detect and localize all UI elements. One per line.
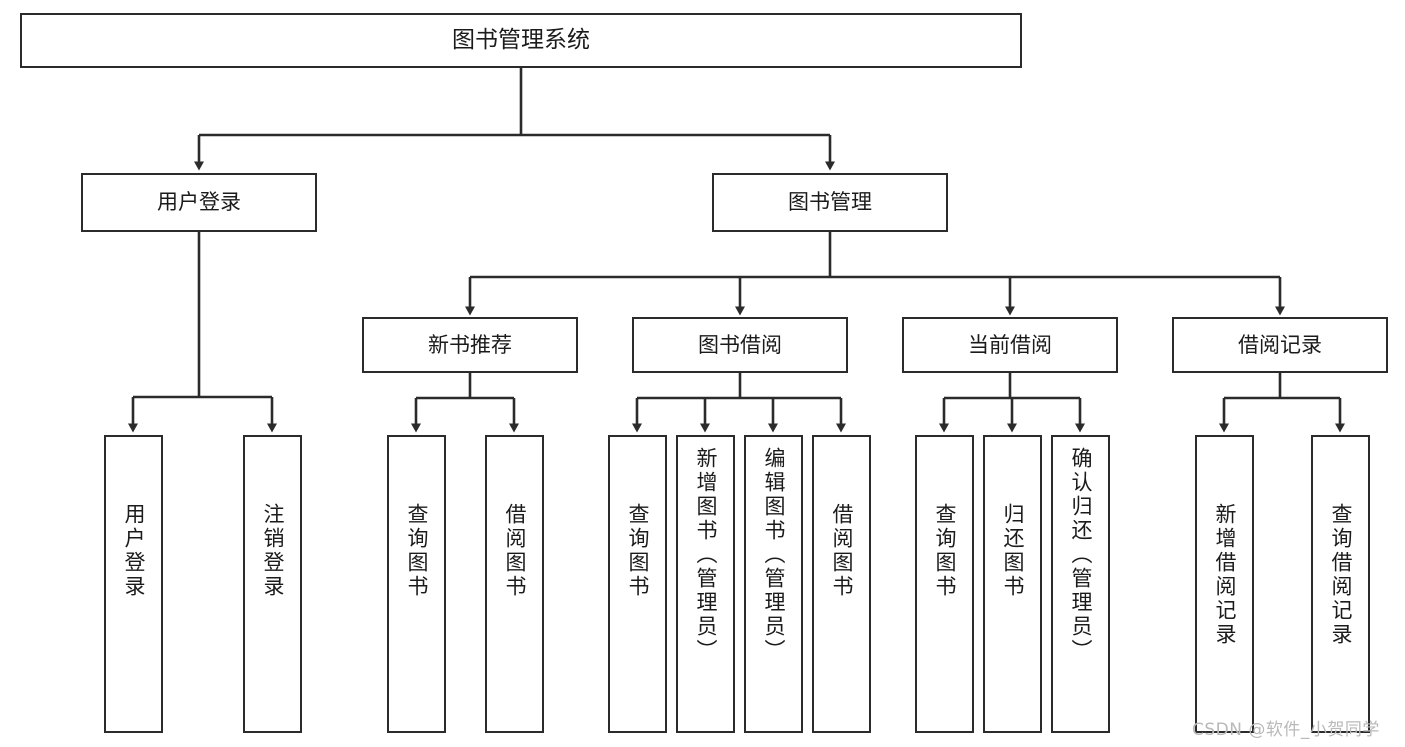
node-label: 新书推荐 [428, 332, 512, 357]
leaf-logout[interactable]: 注销登录 [243, 435, 302, 733]
leaf-label: 编辑图书（管理员） [762, 447, 786, 663]
leaf-query-borrow-record[interactable]: 查询借阅记录 [1311, 435, 1370, 733]
leaf-label: 注销登录 [261, 503, 285, 599]
leaf-label: 查询图书 [933, 503, 957, 599]
node-label: 图书管理 [788, 190, 872, 215]
node-label: 图书管理系统 [452, 26, 590, 53]
leaf-label: 查询图书 [405, 503, 429, 599]
leaf-query-book-borrow[interactable]: 查询图书 [608, 435, 667, 733]
leaf-borrow-book[interactable]: 借阅图书 [812, 435, 871, 733]
leaf-add-book-admin[interactable]: 新增图书（管理员） [676, 435, 735, 733]
node-borrow-record[interactable]: 借阅记录 [1172, 317, 1388, 373]
csdn-watermark: CSDN @软件_小贺同学 [1192, 720, 1380, 740]
leaf-return-book[interactable]: 归还图书 [983, 435, 1042, 733]
leaf-borrow-book-recommend[interactable]: 借阅图书 [485, 435, 544, 733]
node-new-book-recommend[interactable]: 新书推荐 [362, 317, 578, 373]
leaf-add-borrow-record[interactable]: 新增借阅记录 [1195, 435, 1254, 733]
node-label: 借阅记录 [1238, 332, 1322, 357]
leaf-label: 借阅图书 [503, 503, 527, 599]
node-book-borrow[interactable]: 图书借阅 [632, 317, 848, 373]
node-label: 图书借阅 [698, 332, 782, 357]
node-label: 当前借阅 [968, 332, 1052, 357]
node-book-management[interactable]: 图书管理 [712, 173, 948, 232]
leaf-user-login[interactable]: 用户登录 [104, 435, 163, 733]
node-user-login[interactable]: 用户登录 [81, 173, 317, 232]
leaf-label: 查询借阅记录 [1329, 503, 1353, 647]
leaf-label: 新增图书（管理员） [694, 447, 718, 663]
node-label: 用户登录 [157, 190, 241, 215]
leaf-query-book-recommend[interactable]: 查询图书 [387, 435, 446, 733]
leaf-label: 用户登录 [122, 503, 146, 599]
leaf-label: 确认归还（管理员） [1069, 447, 1093, 663]
leaf-label: 查询图书 [626, 503, 650, 599]
leaf-label: 新增借阅记录 [1213, 503, 1237, 647]
leaf-label: 归还图书 [1001, 503, 1025, 599]
leaf-confirm-return-admin[interactable]: 确认归还（管理员） [1051, 435, 1110, 733]
node-root-library-system[interactable]: 图书管理系统 [20, 13, 1022, 68]
leaf-query-book-current[interactable]: 查询图书 [915, 435, 974, 733]
leaf-label: 借阅图书 [830, 503, 854, 599]
node-current-borrow[interactable]: 当前借阅 [902, 317, 1118, 373]
leaf-edit-book-admin[interactable]: 编辑图书（管理员） [744, 435, 803, 733]
